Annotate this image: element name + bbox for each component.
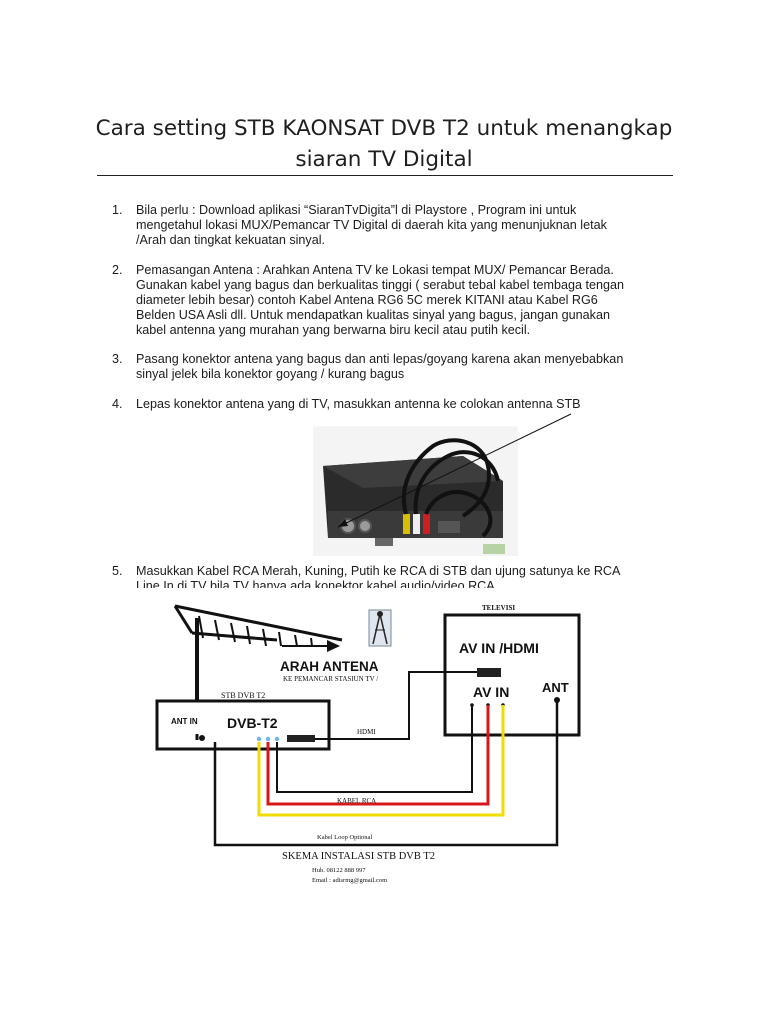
label-ke-pemancar: KE PEMANCAR STASIUN TV /: [283, 675, 378, 683]
step-line: Bila perlu : Download aplikasi “SiaranTv…: [136, 203, 577, 217]
step-line: Pemasangan Antena : Arahkan Antena TV ke…: [136, 263, 614, 277]
loop-cable: Kabel Loop Optional: [213, 700, 559, 847]
step-text: Lepas konektor antena yang di TV, masukk…: [136, 397, 692, 412]
transmitter-tower-icon: [368, 609, 392, 647]
stb-ant-in-port: [199, 735, 205, 741]
label-av-in-hdmi: AV IN /HDMI: [459, 640, 539, 656]
step-line: Masukkan Kabel RCA Merah, Kuning, Putih …: [136, 564, 621, 578]
label-ant-in: ANT IN: [171, 717, 198, 726]
stb-led-3: [274, 736, 280, 742]
label-skema-title: SKEMA INSTALASI STB DVB T2: [282, 851, 435, 862]
stb-hdmi-port: [287, 735, 315, 742]
step-number: 3.: [112, 352, 123, 366]
stb-led-1: [256, 736, 262, 742]
label-stb-dvb-t2: STB DVB T2: [221, 691, 265, 700]
label-ant: ANT: [542, 680, 569, 695]
tv-hdmi-port: [477, 668, 501, 677]
step-number: 5.: [112, 564, 123, 578]
installation-diagram: ARAH ANTENA KE PEMANCAR STASIUN TV / STB…: [137, 588, 587, 910]
label-arah-antena: ARAH ANTENA: [280, 659, 379, 674]
label-av-in: AV IN: [473, 684, 509, 700]
title-divider: [97, 175, 673, 176]
title-line-2: siaran TV Digital: [295, 147, 473, 172]
label-dvb-t2: DVB-T2: [227, 715, 278, 731]
stb-led-2: [265, 736, 271, 742]
step-line: Gunakan kabel yang bagus dan berkualitas…: [136, 278, 624, 292]
step-line: mengetahul lokasi MUX/Pemancar TV Digita…: [136, 218, 607, 232]
step-text: Pemasangan Antena : Arahkan Antena TV ke…: [136, 263, 692, 338]
title-line-1: Cara setting STB KAONSAT DVB T2 untuk me…: [95, 116, 673, 141]
label-kabel-loop: Kabel Loop Optional: [317, 834, 372, 841]
label-hdmi: HDMI: [357, 728, 376, 736]
tv-box: [443, 613, 581, 737]
stb-back-panel-photo: [313, 426, 518, 556]
step-number: 4.: [112, 397, 123, 411]
step-line: Lepas konektor antena yang di TV, masukk…: [136, 397, 581, 411]
step-line: kabel antenna yang murahan yang berwarna…: [136, 323, 531, 337]
step-number: 1.: [112, 203, 123, 217]
label-hub: Hub. 08122 888 997: [312, 867, 366, 874]
direction-arrow-icon: [282, 640, 340, 652]
step-line: Pasang konektor antena yang bagus dan an…: [136, 352, 624, 366]
hdmi-cable: HDMI: [315, 671, 477, 740]
installation-schematic: ARAH ANTENA KE PEMANCAR STASIUN TV / STB…: [137, 588, 587, 910]
step-line: sinyal jelek bila konektor goyang / kura…: [136, 367, 405, 381]
label-televisi: TELEVISI: [482, 604, 515, 612]
label-email: Email : adisrmg@gmail.com: [312, 877, 387, 884]
step-line: /Arah dan tingkat kekuatan sinyal.: [136, 233, 326, 247]
step-line: diameter lebih besar) contoh Kabel Anten…: [136, 293, 598, 307]
step-line: Belden USA Asli dll. Untuk mendapatkan k…: [136, 308, 610, 322]
step-text: Pasang konektor antena yang bagus dan an…: [136, 352, 692, 382]
step-number: 2.: [112, 263, 123, 277]
stb-photo-illustration: [313, 426, 518, 556]
label-kabel-rca: KABEL RCA: [337, 797, 376, 805]
step-text: Bila perlu : Download aplikasi “SiaranTv…: [136, 203, 692, 248]
document-title: Cara setting STB KAONSAT DVB T2 untuk me…: [60, 113, 708, 175]
rca-cables: KABEL RCA: [257, 705, 505, 817]
